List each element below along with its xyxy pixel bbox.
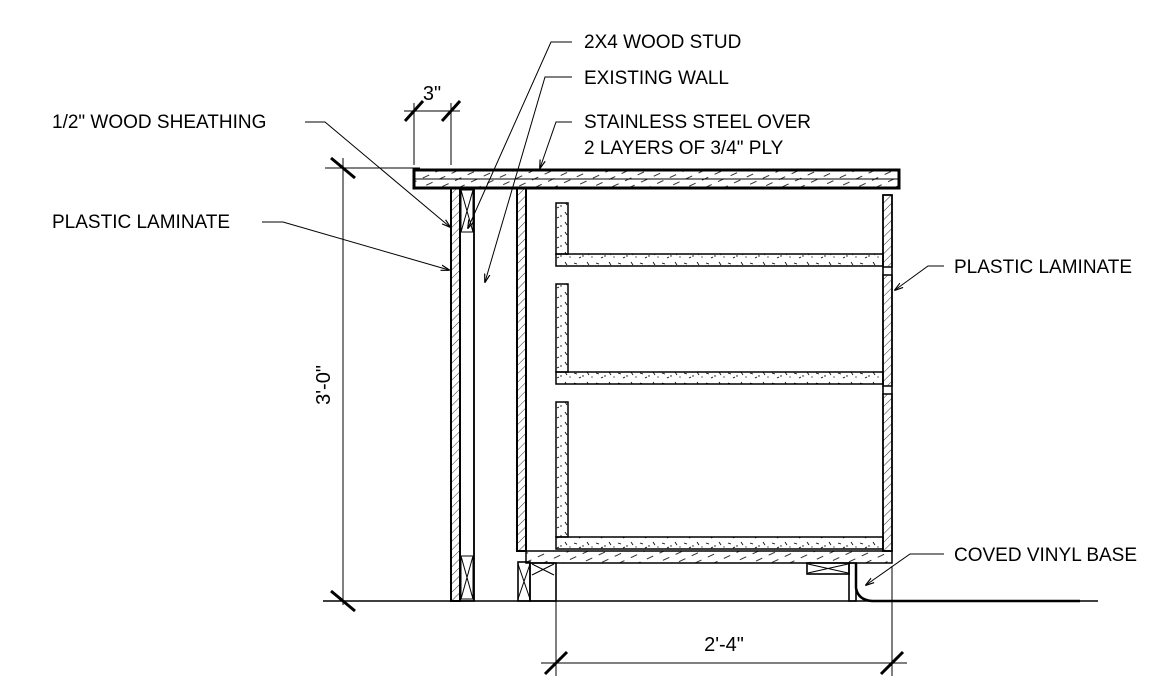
depth-dimension: 2'-4"	[541, 566, 907, 676]
depth-dimension-text: 2'-4"	[704, 634, 744, 656]
label-existing-wall: EXISTING WALL	[584, 68, 729, 89]
cabinet-body	[525, 194, 893, 602]
drawer-fronts	[882, 194, 893, 552]
label-sheathing: 1/2" WOOD SHEATHING	[52, 112, 266, 133]
label-stainless-line1: STAINLESS STEEL OVER	[584, 112, 811, 133]
leader-lines	[262, 41, 944, 585]
label-wood-stud: 2X4 WOOD STUD	[584, 32, 741, 53]
coved-vinyl-base	[854, 563, 1080, 603]
label-laminate-left: PLASTIC LAMINATE	[52, 212, 230, 233]
sheathing-offset-dimension: 3"	[403, 83, 462, 165]
label-coved-base: COVED VINYL BASE	[954, 545, 1137, 566]
countertop	[412, 168, 901, 190]
existing-wall	[473, 187, 531, 602]
height-dimension: 3'-0"	[313, 156, 420, 613]
sheathing-panel	[450, 187, 461, 602]
sheathing-offset-text: 3"	[423, 83, 441, 105]
label-laminate-right: PLASTIC LAMINATE	[954, 257, 1132, 278]
height-dimension-text: 3'-0"	[313, 365, 335, 405]
label-stainless-line2: 2 LAYERS OF 3/4" PLY	[584, 138, 784, 159]
wood-stud-wall	[459, 187, 475, 602]
